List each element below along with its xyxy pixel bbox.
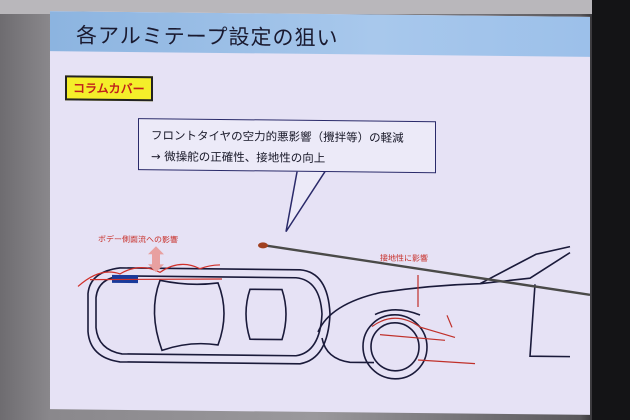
car-side-view [317,245,571,380]
screen-bezel [592,0,630,420]
callout-box: フロントタイヤの空力的悪影響（攪拌等）の軽減 → 微操舵の正確性、接地性の向上 [138,118,436,174]
wheel-flow-arrows [371,275,476,365]
airflow-arrows [77,263,223,287]
wall-strip [0,0,630,14]
callout-line-2: → 微操舵の正確性、接地性の向上 [151,149,326,166]
callout-tail [285,155,336,233]
callout-line-1: フロントタイヤの空力的悪影響（攪拌等）の軽減 [151,128,404,145]
ground-contact-label: 接地性に影響 [380,253,428,264]
diagram [77,155,590,380]
vertical-arrow-icon [148,246,164,273]
projected-slide: 各アルミテープ設定の狙い コラムカバー [50,11,590,415]
body-side-flow-label: ボデー側面流への影響 [98,234,178,245]
pointer-tip [258,242,268,249]
pointer-stick [264,244,590,297]
